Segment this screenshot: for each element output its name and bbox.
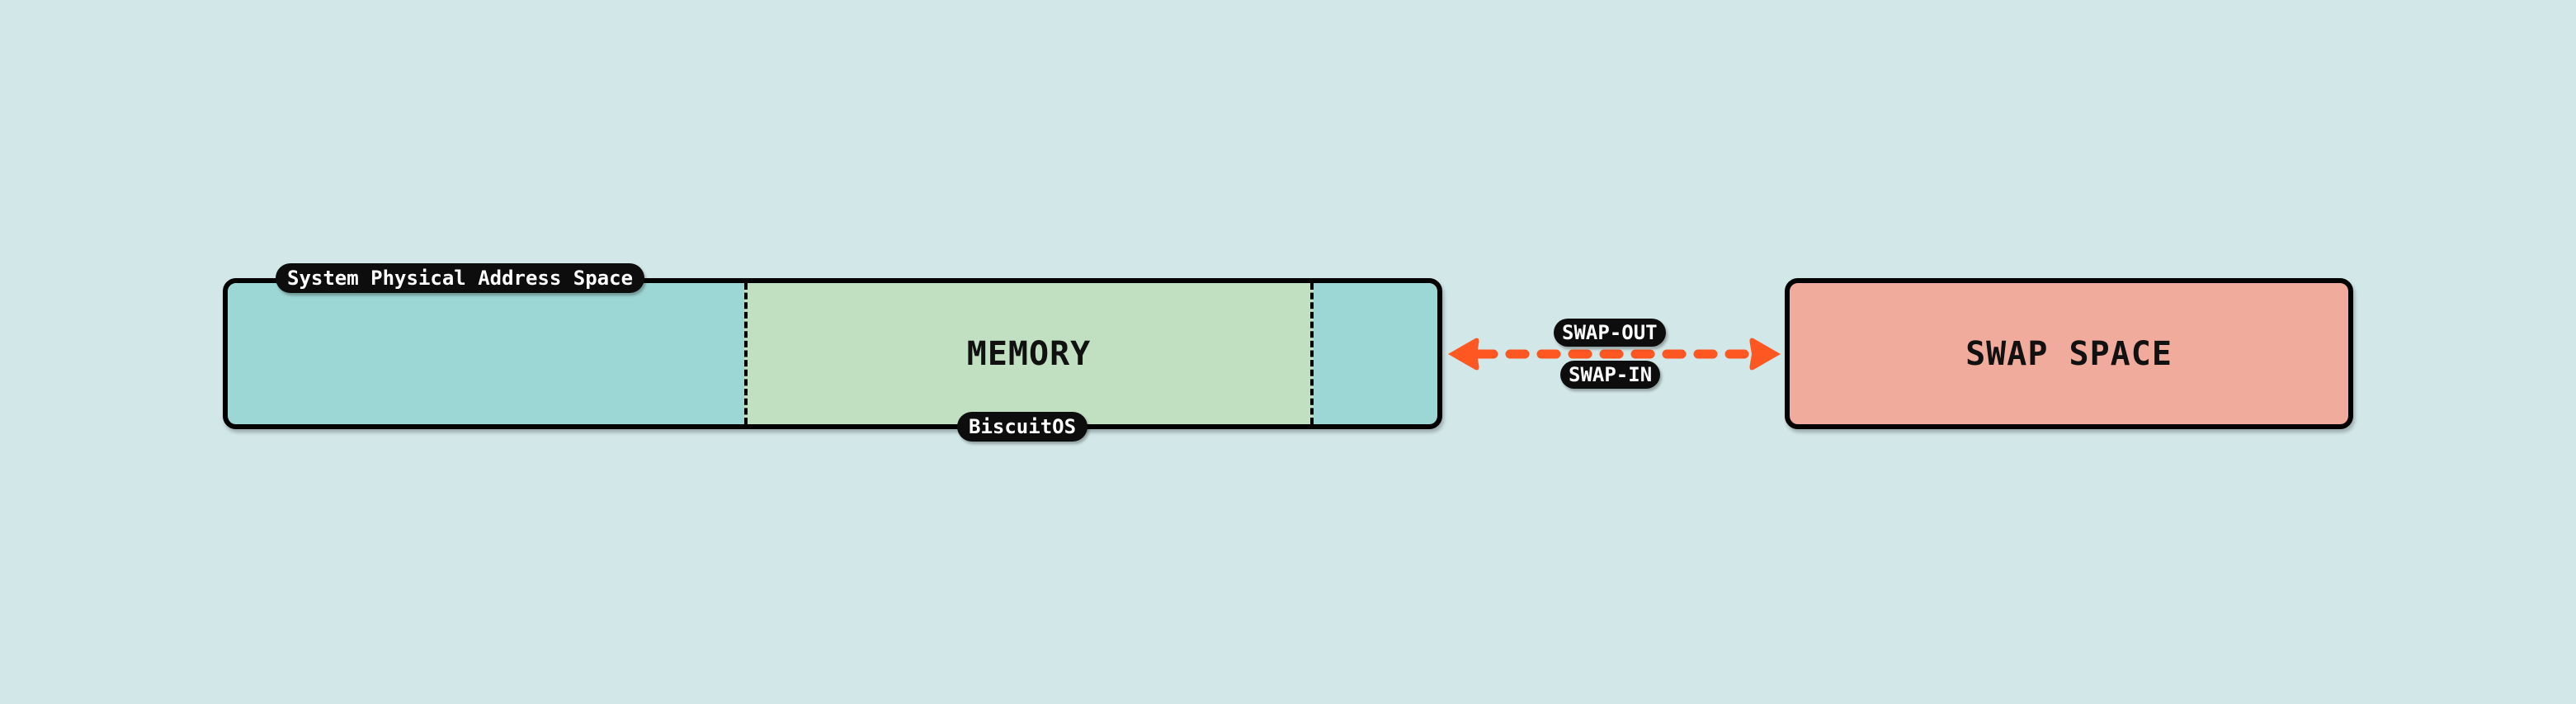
memory-label: MEMORY xyxy=(966,334,1092,373)
swap-in-label: SWAP-IN xyxy=(1560,361,1661,389)
swap-space-box: SWAP SPACE xyxy=(1785,278,2353,429)
biscuitos-label: BiscuitOS xyxy=(957,412,1088,442)
physical-address-space-label: System Physical Address Space xyxy=(276,263,645,293)
arrow-right-head-icon xyxy=(1749,338,1781,371)
swap-out-label: SWAP-OUT xyxy=(1554,319,1666,347)
physical-address-space-box: MEMORY xyxy=(223,278,1442,429)
memory-region: MEMORY xyxy=(744,283,1314,424)
swap-space-label: SWAP SPACE xyxy=(1965,334,2173,373)
swap-arrow xyxy=(1448,338,1781,371)
arrow-left-head-icon xyxy=(1448,338,1479,371)
